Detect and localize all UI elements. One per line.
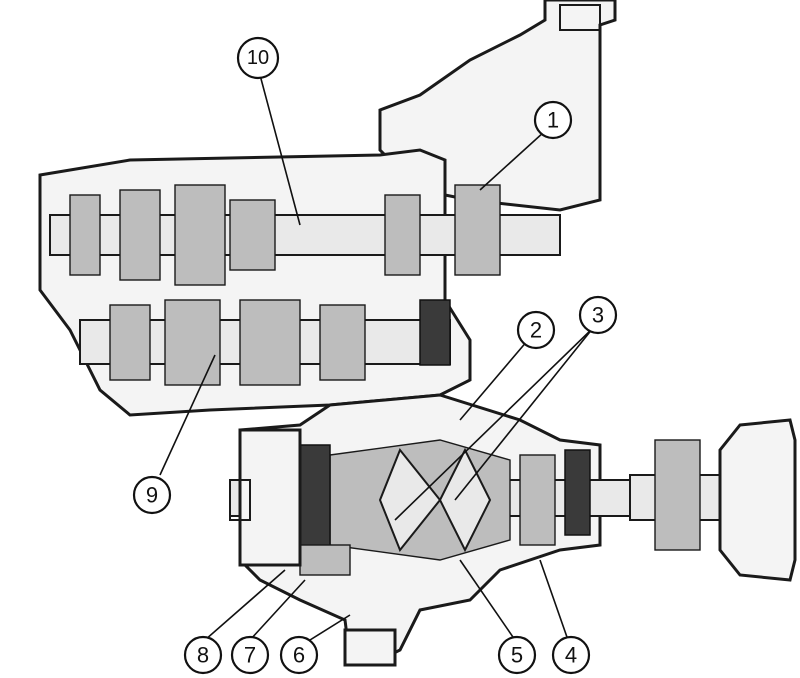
callout-6-label: 6 (293, 643, 305, 668)
callout-5: 5 (497, 635, 537, 675)
callout-1-label: 1 (547, 108, 559, 133)
transmission-case (38, 148, 561, 417)
callout-9-label: 9 (146, 483, 158, 508)
callout-10: 10 (236, 36, 280, 80)
callout-8: 8 (183, 635, 223, 675)
right-axle-flange (629, 418, 797, 582)
callout-7-label: 7 (244, 643, 256, 668)
callout-6: 6 (279, 635, 319, 675)
leader-lines (159, 74, 594, 641)
differential-housing (229, 393, 651, 667)
callout-2-label: 2 (530, 318, 542, 343)
callout-2: 2 (516, 310, 556, 350)
callout-7: 7 (230, 635, 270, 675)
callout-1: 1 (533, 100, 573, 140)
callout-3-label: 3 (592, 303, 604, 328)
callout-5-label: 5 (511, 643, 523, 668)
callout-4-label: 4 (565, 643, 577, 668)
callout-3: 3 (578, 295, 618, 335)
callout-8-label: 8 (197, 643, 209, 668)
callout-10-label: 10 (247, 47, 269, 69)
callout-4: 4 (551, 635, 591, 675)
callout-9: 9 (132, 475, 172, 515)
